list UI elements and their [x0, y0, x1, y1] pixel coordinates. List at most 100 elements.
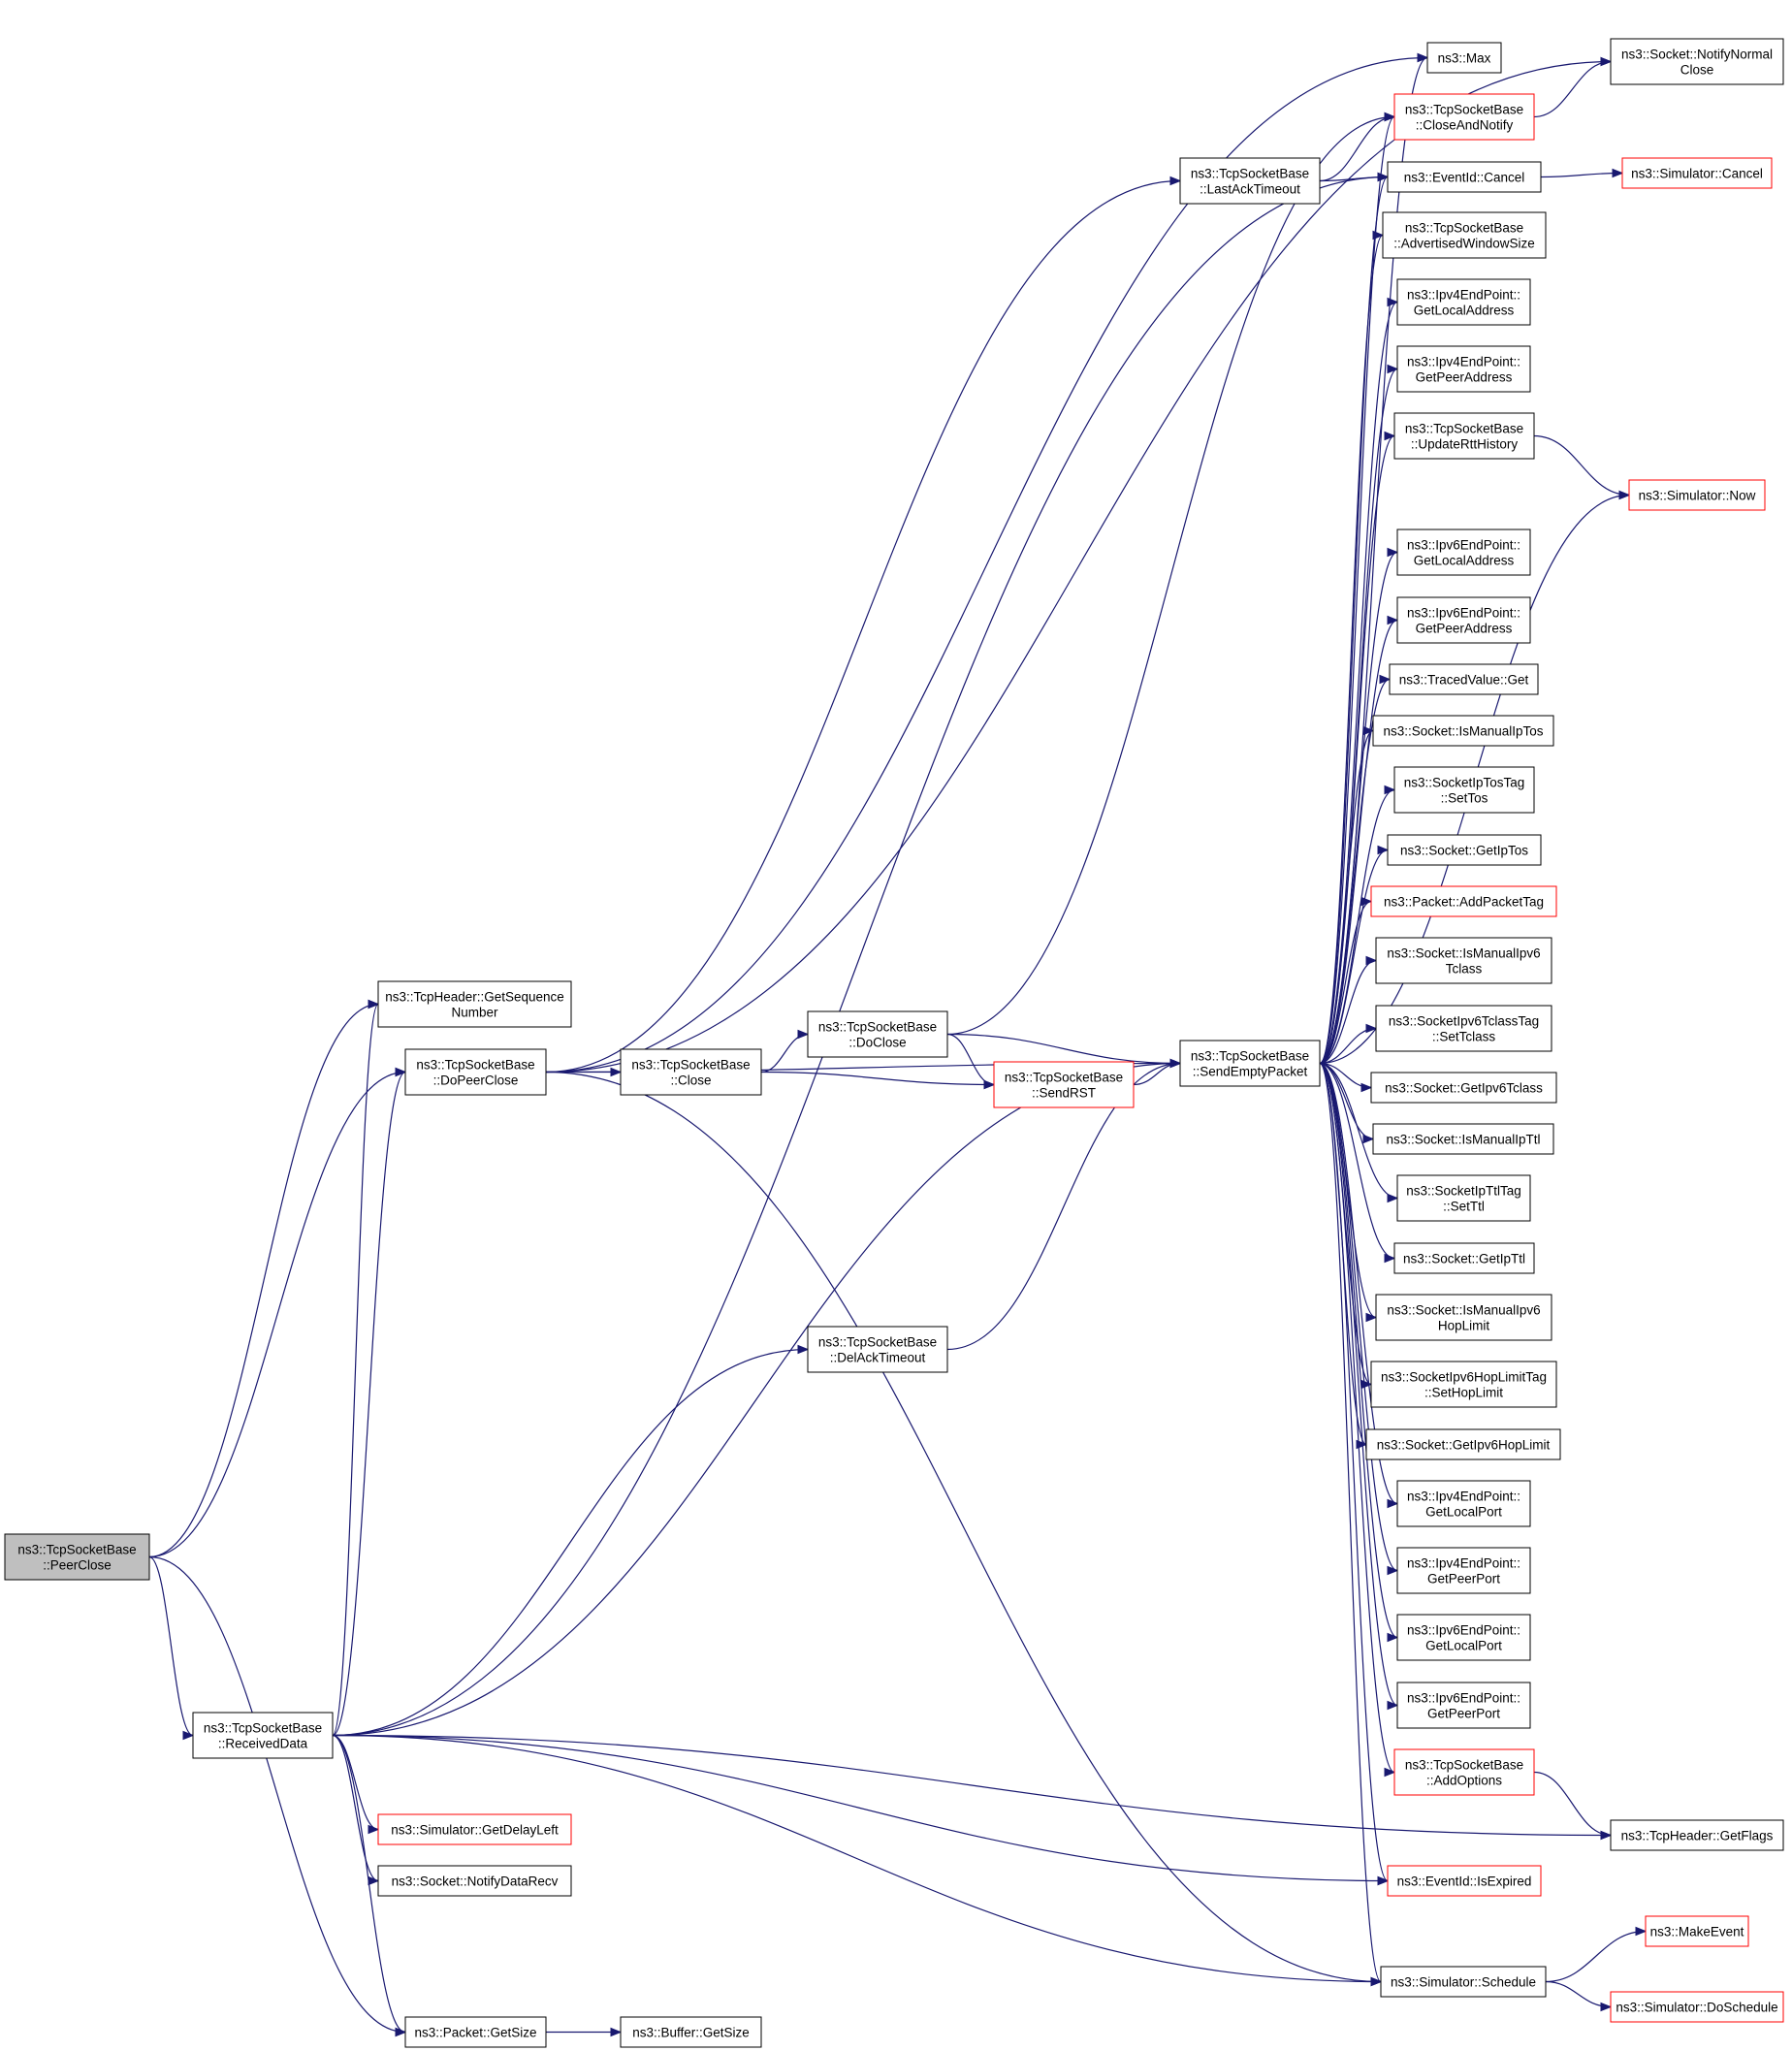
node-simnow[interactable]: ns3::Simulator::Now [1628, 479, 1766, 511]
node-getipv6tclass[interactable]: ns3::Socket::GetIpv6Tclass [1370, 1072, 1557, 1104]
node-sendemptypacket[interactable]: ns3::TcpSocketBase::SendEmptyPacket [1179, 1040, 1321, 1087]
node-box-getiptos[interactable] [1387, 834, 1542, 866]
node-sethoplimit[interactable]: ns3::SocketIpv6HopLimitTag::SetHopLimit [1370, 1361, 1557, 1408]
node-box-makeevent[interactable] [1645, 1915, 1749, 1947]
node-box-addoptions[interactable] [1393, 1748, 1535, 1796]
node-lastacktimeout[interactable]: ns3::TcpSocketBase::LastAckTimeout [1179, 157, 1321, 205]
node-box-notifydatarecv[interactable] [377, 1865, 572, 1897]
node-box-delacktimeout[interactable] [807, 1326, 948, 1373]
node-box-simnow[interactable] [1628, 479, 1766, 511]
node-box-closeandnotify[interactable] [1393, 93, 1535, 141]
node-dopeerclose[interactable]: ns3::TcpSocketBase::DoPeerClose [404, 1048, 547, 1096]
node-closeandnotify[interactable]: ns3::TcpSocketBase::CloseAndNotify [1393, 93, 1535, 141]
node-box-sendrst[interactable] [993, 1061, 1135, 1108]
node-packetgetsize[interactable]: ns3::Packet::GetSize [404, 2016, 547, 2048]
node-notifydatarecv[interactable]: ns3::Socket::NotifyDataRecv [377, 1865, 572, 1897]
node-box-updatertt[interactable] [1393, 412, 1535, 460]
node-box-settos[interactable] [1393, 766, 1535, 814]
node-getipttl[interactable]: ns3::Socket::GetIpTtl [1393, 1242, 1535, 1274]
node-simcancel[interactable]: ns3::Simulator::Cancel [1621, 157, 1773, 189]
node-setttl[interactable]: ns3::SocketIpTtlTag::SetTtl [1396, 1174, 1531, 1222]
node-buffergetsize[interactable]: ns3::Buffer::GetSize [620, 2016, 762, 2048]
node-box-tracedget[interactable] [1389, 663, 1539, 695]
node-box-doclose[interactable] [807, 1010, 948, 1058]
node-box-dopeerclose[interactable] [404, 1048, 547, 1096]
node-ipv6peerport[interactable]: ns3::Ipv6EndPoint::GetPeerPort [1396, 1682, 1531, 1729]
node-getiptos[interactable]: ns3::Socket::GetIpTos [1387, 834, 1542, 866]
node-box-setttl[interactable] [1396, 1174, 1531, 1222]
node-box-ismanualipv6hop[interactable] [1375, 1294, 1552, 1341]
node-schedule[interactable]: ns3::Simulator::Schedule [1380, 1966, 1547, 1998]
node-peerclose[interactable]: ns3::TcpSocketBase::PeerClose [4, 1533, 150, 1581]
node-ipv6locaddr[interactable]: ns3::Ipv6EndPoint::GetLocalAddress [1396, 529, 1531, 576]
node-ipv4locport[interactable]: ns3::Ipv4EndPoint::GetLocalPort [1396, 1480, 1531, 1527]
node-ipv6peeraddr[interactable]: ns3::Ipv6EndPoint::GetPeerAddress [1396, 596, 1531, 644]
node-eventcancel[interactable]: ns3::EventId::Cancel [1387, 161, 1542, 193]
node-box-close[interactable] [620, 1048, 762, 1096]
node-getipv6hoplimit[interactable]: ns3::Socket::GetIpv6HopLimit [1365, 1428, 1561, 1460]
node-box-doschedule[interactable] [1610, 1991, 1784, 2023]
node-box-getipttl[interactable] [1393, 1242, 1535, 1274]
node-sendrst[interactable]: ns3::TcpSocketBase::SendRST [993, 1061, 1135, 1108]
node-delacktimeout[interactable]: ns3::TcpSocketBase::DelAckTimeout [807, 1326, 948, 1373]
node-ipv6locport[interactable]: ns3::Ipv6EndPoint::GetLocalPort [1396, 1614, 1531, 1661]
node-tracedget[interactable]: ns3::TracedValue::Get [1389, 663, 1539, 695]
node-box-settclass[interactable] [1375, 1005, 1552, 1052]
node-ismanualiptos[interactable]: ns3::Socket::IsManualIpTos [1372, 715, 1554, 747]
node-box-ipv4locaddr[interactable] [1396, 278, 1531, 326]
node-box-eventcancel[interactable] [1387, 161, 1542, 193]
node-addoptions[interactable]: ns3::TcpSocketBase::AddOptions [1393, 1748, 1535, 1796]
node-box-ipv6peeraddr[interactable] [1396, 596, 1531, 644]
node-getflags[interactable]: ns3::TcpHeader::GetFlags [1610, 1819, 1784, 1851]
node-box-sendemptypacket[interactable] [1179, 1040, 1321, 1087]
node-box-ismanualiptos[interactable] [1372, 715, 1554, 747]
node-box-isexpired[interactable] [1387, 1865, 1542, 1897]
node-box-ipv6locport[interactable] [1396, 1614, 1531, 1661]
node-doschedule[interactable]: ns3::Simulator::DoSchedule [1610, 1991, 1784, 2023]
node-box-ismanualipttl[interactable] [1372, 1123, 1554, 1155]
node-box-getdelayleft[interactable] [377, 1813, 572, 1845]
node-box-getflags[interactable] [1610, 1819, 1784, 1851]
node-box-ismanualipv6tclass[interactable] [1375, 937, 1552, 984]
node-getdelayleft[interactable]: ns3::Simulator::GetDelayLeft [377, 1813, 572, 1845]
node-advwin[interactable]: ns3::TcpSocketBase::AdvertisedWindowSize [1382, 211, 1547, 259]
node-box-packetgetsize[interactable] [404, 2016, 547, 2048]
node-box-buffergetsize[interactable] [620, 2016, 762, 2048]
node-addpackettag[interactable]: ns3::Packet::AddPacketTag [1370, 885, 1557, 917]
node-box-lastacktimeout[interactable] [1179, 157, 1321, 205]
node-ipv4peerport[interactable]: ns3::Ipv4EndPoint::GetPeerPort [1396, 1547, 1531, 1594]
node-box-simcancel[interactable] [1621, 157, 1773, 189]
node-box-ipv4peeraddr[interactable] [1396, 345, 1531, 393]
node-box-getseq[interactable] [377, 980, 572, 1028]
node-doclose[interactable]: ns3::TcpSocketBase::DoClose [807, 1010, 948, 1058]
node-box-ipv6locaddr[interactable] [1396, 529, 1531, 576]
node-box-ipv6peerport[interactable] [1396, 1682, 1531, 1729]
node-box-ipv4locport[interactable] [1396, 1480, 1531, 1527]
node-ismanualipttl[interactable]: ns3::Socket::IsManualIpTtl [1372, 1123, 1554, 1155]
node-box-addpackettag[interactable] [1370, 885, 1557, 917]
node-ipv4locaddr[interactable]: ns3::Ipv4EndPoint::GetLocalAddress [1396, 278, 1531, 326]
node-box-advwin[interactable] [1382, 211, 1547, 259]
node-box-getipv6tclass[interactable] [1370, 1072, 1557, 1104]
node-close[interactable]: ns3::TcpSocketBase::Close [620, 1048, 762, 1096]
node-isexpired[interactable]: ns3::EventId::IsExpired [1387, 1865, 1542, 1897]
node-box-max[interactable] [1426, 42, 1502, 74]
node-box-ipv4peerport[interactable] [1396, 1547, 1531, 1594]
node-max[interactable]: ns3::Max [1426, 42, 1502, 74]
node-box-sethoplimit[interactable] [1370, 1361, 1557, 1408]
node-ipv4peeraddr[interactable]: ns3::Ipv4EndPoint::GetPeerAddress [1396, 345, 1531, 393]
node-box-receiveddata[interactable] [192, 1712, 334, 1759]
node-box-getipv6hoplimit[interactable] [1365, 1428, 1561, 1460]
node-box-peerclose[interactable] [4, 1533, 150, 1581]
node-makeevent[interactable]: ns3::MakeEvent [1645, 1915, 1749, 1947]
node-updatertt[interactable]: ns3::TcpSocketBase::UpdateRttHistory [1393, 412, 1535, 460]
node-receiveddata[interactable]: ns3::TcpSocketBase::ReceivedData [192, 1712, 334, 1759]
node-settos[interactable]: ns3::SocketIpTosTag::SetTos [1393, 766, 1535, 814]
node-box-schedule[interactable] [1380, 1966, 1547, 1998]
node-box-notifynormalclose[interactable] [1610, 38, 1784, 85]
node-settclass[interactable]: ns3::SocketIpv6TclassTag::SetTclass [1375, 1005, 1552, 1052]
